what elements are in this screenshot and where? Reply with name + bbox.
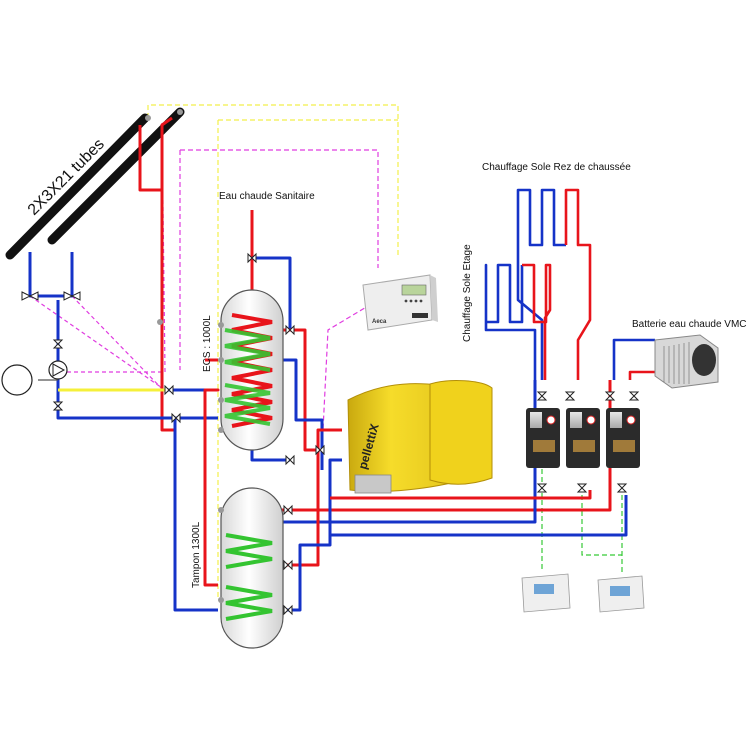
thermostat-display — [610, 586, 630, 596]
boiler-cold-link — [318, 458, 342, 547]
valve-icon — [283, 559, 293, 571]
collector-panel-1 — [5, 113, 150, 260]
valve-icon — [285, 324, 295, 336]
valve-icon — [315, 444, 325, 456]
gauge-icon — [546, 415, 556, 425]
controller-button — [404, 299, 408, 303]
sensor-dot — [177, 109, 183, 115]
controller-button — [419, 299, 423, 303]
pipework — [28, 116, 655, 612]
solar-riser-pipe — [160, 190, 175, 432]
valve-icon — [285, 454, 295, 466]
dhw-solar-exchanger — [224, 328, 271, 426]
dhw-coil-return — [282, 358, 324, 470]
valve-icon — [63, 291, 81, 301]
valve-icon — [164, 384, 174, 396]
controller-display — [401, 284, 427, 296]
gauge-icon — [626, 415, 636, 425]
green-thermostat-line-2 — [581, 495, 623, 575]
vmc-coil-unit — [654, 334, 719, 389]
valve-icon — [247, 252, 257, 264]
buffer-hot-link — [280, 505, 320, 567]
valve-icon — [628, 391, 640, 401]
valve-icon — [536, 391, 548, 401]
return-rail — [330, 495, 628, 537]
collectors-label: 2X3X21 tubes — [25, 136, 108, 219]
floor-ground-label: Chauffage Sole Rez de chaussée — [482, 162, 631, 173]
solar-collectors — [5, 107, 185, 260]
pellet-boiler: pellettiX — [347, 380, 493, 494]
boiler-base — [354, 474, 392, 494]
valve-icon — [604, 391, 616, 401]
valve-icon — [283, 504, 293, 516]
valve-icon — [576, 483, 588, 493]
controller-button — [414, 299, 418, 303]
floor-loop-ground-return — [516, 188, 566, 380]
dhw-tank-label: ECS : 1000L — [202, 315, 213, 372]
thermostat-2 — [597, 575, 645, 613]
valve-icon — [564, 391, 576, 401]
valve-icon — [283, 604, 293, 616]
valve-icon — [52, 401, 64, 411]
buffer-exchanger-lower — [225, 585, 273, 621]
controller-button — [409, 299, 413, 303]
vmc-duct-opening — [692, 344, 716, 376]
dhw-tank — [220, 289, 284, 451]
floor-upstairs-label: Chauffage Sole Etage — [462, 244, 473, 342]
pump-arrow-icon — [52, 363, 66, 377]
sensor-dot — [145, 115, 151, 121]
buffer-tank — [220, 487, 284, 649]
thermostat-1 — [521, 573, 571, 613]
pump-group-3 — [606, 408, 640, 468]
valve-icon — [52, 339, 64, 349]
thermostat-display — [534, 584, 554, 594]
dhw-coil-feed — [282, 328, 320, 452]
dhw-cold-inlet — [252, 256, 292, 330]
vmc-loop-hot — [628, 370, 655, 380]
valve-icon — [536, 483, 548, 493]
valves — [21, 252, 640, 616]
buffer-cold-link — [280, 543, 318, 612]
dhw-solar-coil — [203, 358, 220, 587]
collector-panel-2 — [47, 107, 185, 245]
vmc-loop-cold — [612, 338, 655, 380]
solar-pump-group — [1, 360, 68, 396]
valve-icon — [616, 483, 628, 493]
floor-loop-upstairs-supply — [522, 263, 552, 380]
valve-icon — [171, 412, 181, 424]
controller-brand: Aeca — [372, 319, 387, 325]
floor-loop-ground-supply — [564, 188, 592, 380]
valve-icon — [21, 291, 39, 301]
expansion-vessel — [1, 364, 33, 396]
distribution-modules — [526, 408, 640, 468]
magenta-signal-line — [179, 149, 379, 451]
dhw-outlet-label: Eau chaude Sanitaire — [219, 191, 315, 202]
solar-into-tank — [168, 388, 218, 420]
solar-controller: Aeca — [362, 274, 438, 331]
solar-return-pipe — [28, 252, 74, 298]
tank-sensors — [157, 319, 224, 603]
buffer-exchanger-upper — [225, 533, 273, 569]
pellet-hopper — [429, 380, 493, 485]
floor-loop-upstairs-return — [484, 263, 537, 380]
pump-group-2 — [566, 408, 600, 468]
supply-rail — [330, 490, 592, 500]
pump-group-1 — [526, 408, 560, 468]
boiler-hot-link — [316, 428, 342, 505]
gauge-icon — [586, 415, 596, 425]
vmc-coil-label: Batterie eau chaude VMC — [632, 319, 747, 330]
buffer-tank-label: Tampon 1300L — [191, 521, 202, 588]
